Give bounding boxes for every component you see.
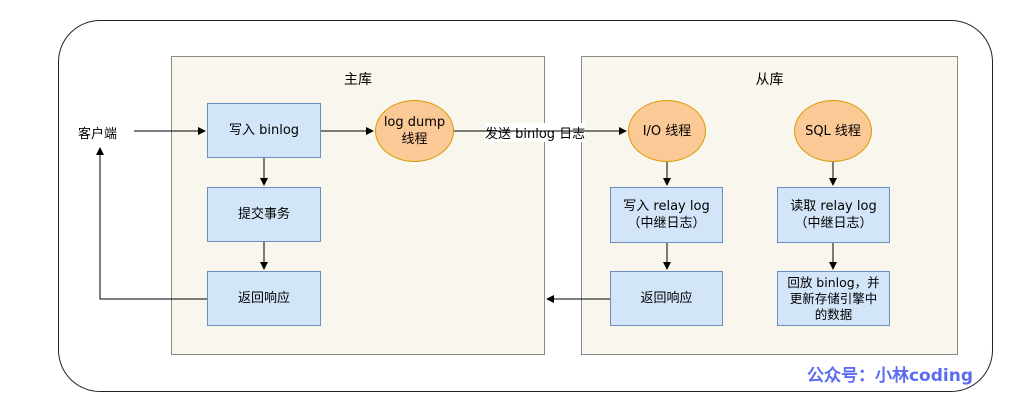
watermark: 公众号：小林coding: [806, 366, 973, 386]
master-title: 主库: [344, 72, 372, 88]
slave-respond-box: 返回响应: [610, 271, 723, 326]
client-label: 客户端: [78, 127, 118, 142]
log-dump-thread: log dump 线程: [375, 100, 454, 162]
replay-box: 回放 binlog，并 更新存储引擎中 的数据: [777, 271, 890, 326]
write-relay-box: 写入 relay log （中继日志）: [610, 187, 723, 243]
arrow-respond-to-client: [96, 147, 207, 300]
outer-frame: [58, 20, 993, 392]
read-relay-box: 读取 relay log （中继日志）: [777, 187, 890, 243]
sql-thread: SQL 线程: [794, 100, 872, 162]
slave-title: 从库: [755, 72, 784, 88]
write-binlog-box: 写入 binlog: [207, 103, 321, 158]
commit-box: 提交事务: [207, 187, 321, 242]
io-thread: I/O 线程: [628, 100, 706, 162]
master-respond-box: 返回响应: [207, 271, 321, 326]
